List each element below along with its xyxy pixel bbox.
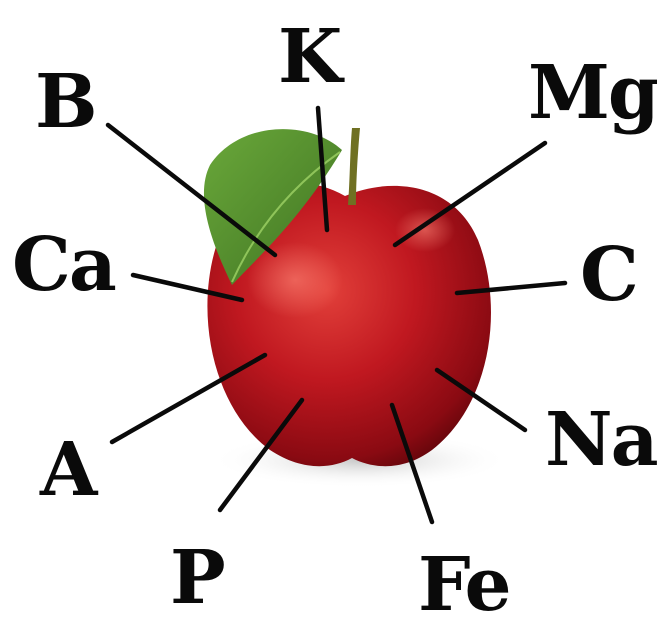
apple-illustration bbox=[203, 128, 510, 488]
apple-leaf bbox=[203, 129, 342, 285]
leaf-vein bbox=[231, 151, 341, 283]
label-a: A bbox=[39, 427, 99, 513]
apple-stem bbox=[348, 128, 360, 205]
label-c: C bbox=[580, 232, 637, 318]
leader-fe bbox=[389, 402, 435, 525]
leader-lines bbox=[105, 105, 568, 525]
label-na: Na bbox=[545, 397, 657, 483]
leader-p bbox=[217, 397, 305, 513]
label-b: B bbox=[35, 59, 96, 145]
leader-c bbox=[454, 280, 568, 296]
label-p: P bbox=[170, 535, 224, 617]
label-mg: Mg bbox=[528, 50, 657, 136]
leader-ca bbox=[130, 272, 245, 303]
apple-highlight-right bbox=[395, 208, 455, 252]
apple-highlight bbox=[247, 242, 343, 318]
label-fe: Fe bbox=[418, 542, 510, 617]
nutrient-labels: K B Mg Ca C A Na P Fe bbox=[12, 14, 657, 617]
label-ca: Ca bbox=[12, 222, 116, 308]
leader-na bbox=[434, 367, 528, 433]
leader-b bbox=[105, 122, 278, 258]
leader-k bbox=[315, 105, 330, 233]
label-k: K bbox=[278, 14, 345, 100]
leader-mg bbox=[392, 140, 548, 248]
leader-a bbox=[109, 352, 268, 445]
